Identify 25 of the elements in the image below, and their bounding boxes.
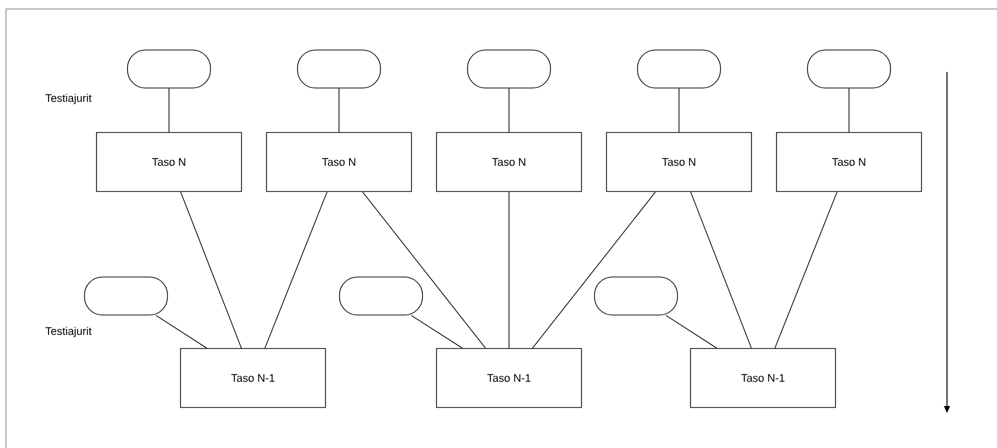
connector-line [666,315,718,348]
connector-line [690,192,752,348]
connector-line [362,192,486,348]
process-box: Taso N [266,132,412,192]
connector-line [338,88,340,132]
connector-line [180,192,242,348]
process-box: Taso N-1 [436,348,582,408]
connector-line [848,88,850,132]
process-box: Taso N [606,132,752,192]
side-label: Testiajurit [45,94,92,104]
process-box: Taso N-1 [690,348,836,408]
connector-line [168,88,170,132]
connector-line [532,192,656,348]
connector-line [410,315,463,348]
connector-line [156,315,208,348]
process-box: Taso N-1 [180,348,326,408]
connector-line [508,192,510,348]
connector-line [264,192,328,348]
connector-line [508,88,510,132]
side-label: Testiajurit [45,326,92,338]
process-box: Taso N [96,132,242,192]
process-box: Taso N [776,132,922,192]
process-box: Taso N [436,132,582,192]
connector-line [774,192,838,348]
connector-line [678,88,680,132]
